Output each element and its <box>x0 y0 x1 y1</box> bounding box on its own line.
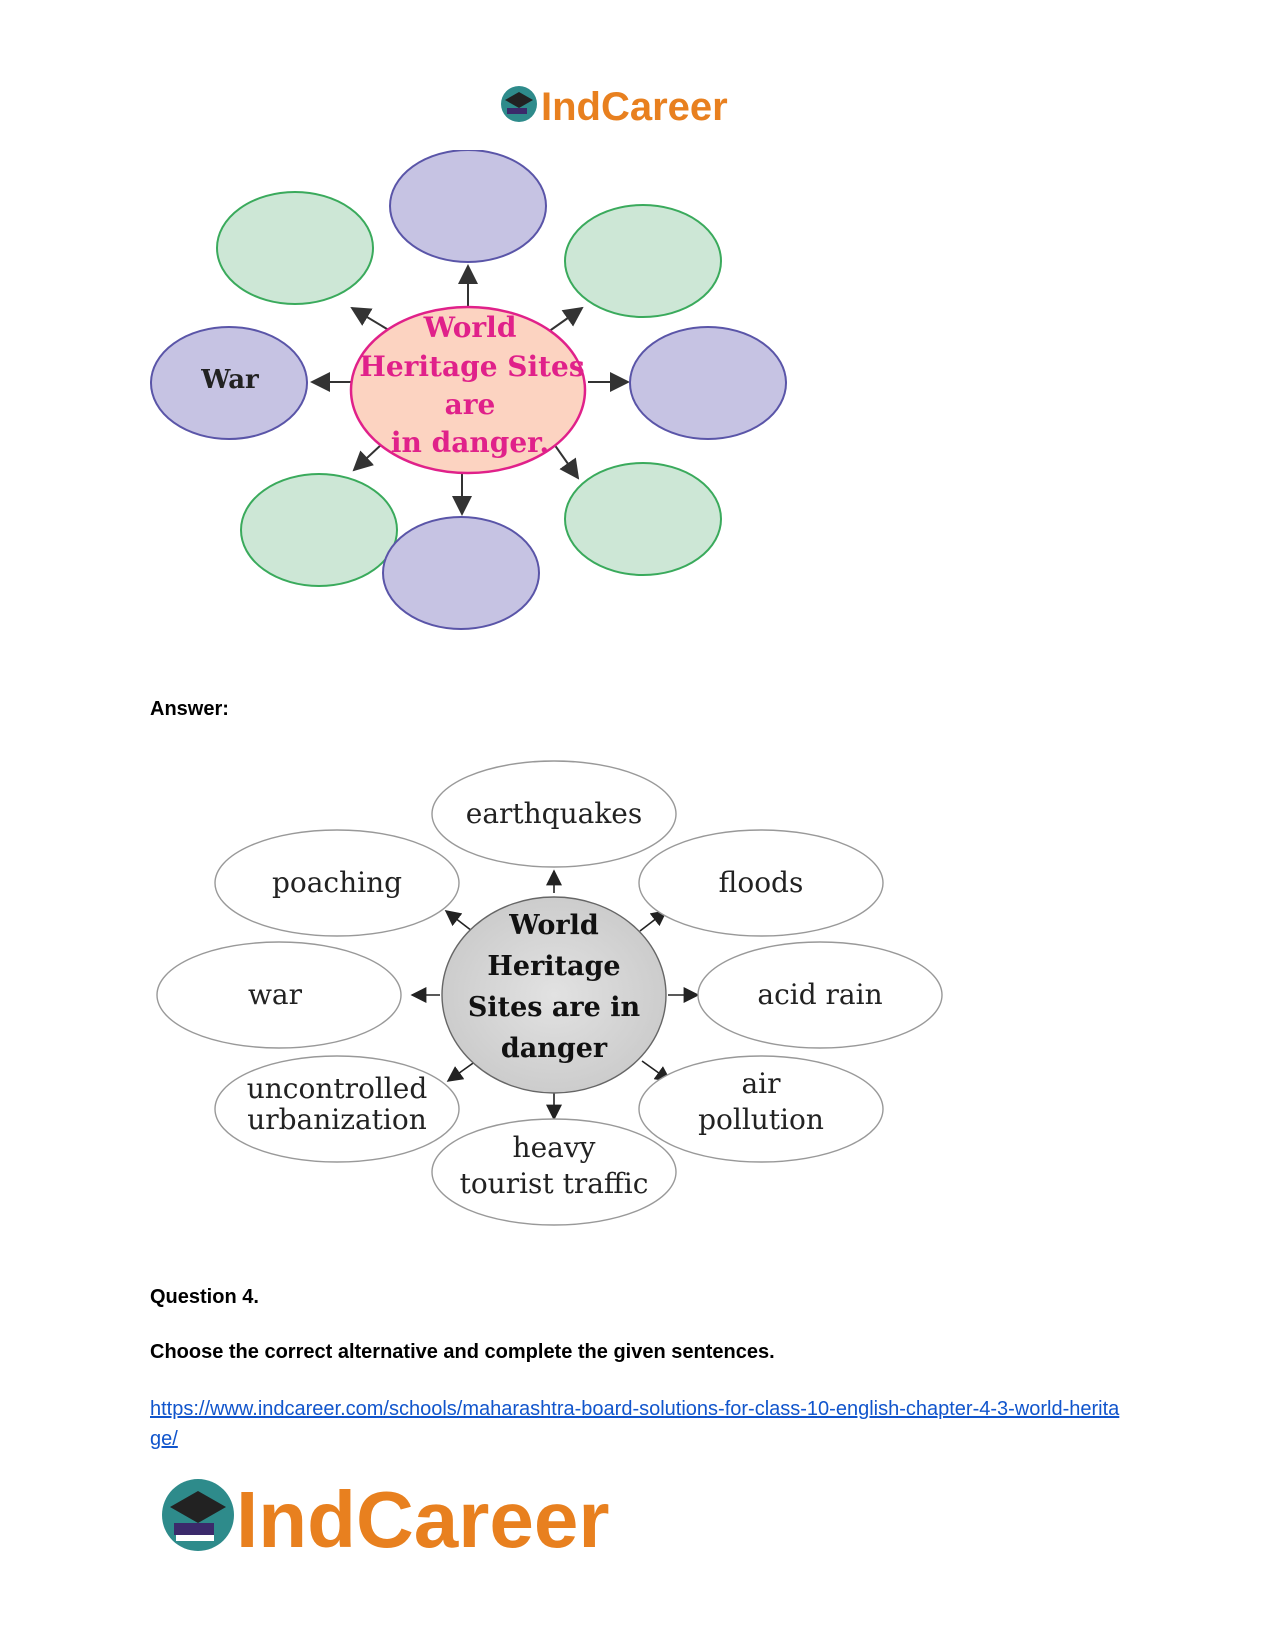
globe-graduate-icon <box>501 86 537 122</box>
arrow-down-right <box>553 443 580 480</box>
answer-text-top-right: floods <box>719 866 804 899</box>
answer-node-top-right <box>638 829 884 937</box>
node-top-right-blank <box>564 204 722 318</box>
answer-center-node <box>441 896 667 1094</box>
node-bottom-blank <box>382 516 540 630</box>
answer-text-bottom-right-1: air <box>741 1067 781 1100</box>
answer-diagram: earthquakes poaching floods war acid rai… <box>156 760 943 1226</box>
node-bottom-right-blank <box>564 462 722 576</box>
answer-node-top <box>431 760 677 868</box>
question-diagram: World Heritage Sites are in danger. War <box>150 150 787 630</box>
globe-graduate-icon <box>162 1479 234 1551</box>
answer-text-left: war <box>248 978 303 1011</box>
center-line-4: in danger. <box>391 426 549 459</box>
answer-center-line-3: Sites are in <box>468 992 641 1023</box>
answer-node-left <box>156 941 402 1049</box>
answer-text-bottom-left-2: urbanization <box>247 1103 427 1136</box>
answer-text-bottom-right-2: pollution <box>698 1103 824 1136</box>
arrow-up-right <box>547 306 584 333</box>
answer-text-bottom-left-1: uncontrolled <box>247 1072 428 1105</box>
instruction-text: Choose the correct alternative and compl… <box>150 1341 775 1363</box>
source-link[interactable]: https://www.indcareer.com/schools/mahara… <box>150 1398 1120 1450</box>
logo-wordmark-bottom: IndCareer <box>236 1475 609 1564</box>
answer-text-bottom-1: heavy <box>513 1131 596 1164</box>
center-node <box>349 305 587 475</box>
answer-text-right: acid rain <box>757 978 882 1011</box>
node-left-war <box>150 326 308 440</box>
answer-center-line-2: Heritage <box>487 951 620 982</box>
answer-text-top: earthquakes <box>466 797 643 830</box>
answer-center-line-1: World <box>508 910 599 941</box>
answer-center-line-4: danger <box>501 1033 608 1064</box>
given-label-war: War <box>200 365 259 395</box>
question-label: Question 4. <box>150 1286 259 1308</box>
center-line-3: are <box>445 388 496 421</box>
answer-text-top-left: poaching <box>272 866 402 899</box>
answer-label: Answer: <box>150 698 229 720</box>
center-line-1: World <box>423 311 517 344</box>
arrow-up-left <box>350 306 393 333</box>
node-bottom-left-blank <box>240 473 398 587</box>
answer-node-right <box>697 941 943 1049</box>
answer-node-bottom-right <box>638 1055 884 1163</box>
answer-text-bottom-2: tourist traffic <box>460 1167 649 1200</box>
answer-arrow-up-left <box>444 910 473 932</box>
answer-node-bottom-left <box>214 1055 460 1163</box>
answer-node-bottom <box>431 1118 677 1226</box>
node-top-left-blank <box>216 191 374 305</box>
node-top-blank <box>389 150 547 263</box>
center-line-2: Heritage Sites <box>359 350 584 383</box>
indcareer-logo-bottom: IndCareer <box>162 1475 609 1564</box>
answer-arrow-down-left <box>446 1060 477 1082</box>
indcareer-logo-top: IndCareer <box>501 85 728 129</box>
arrow-down-left <box>352 443 383 472</box>
node-right-blank <box>629 326 787 440</box>
answer-node-top-left <box>214 829 460 937</box>
logo-wordmark: IndCareer <box>541 85 728 129</box>
